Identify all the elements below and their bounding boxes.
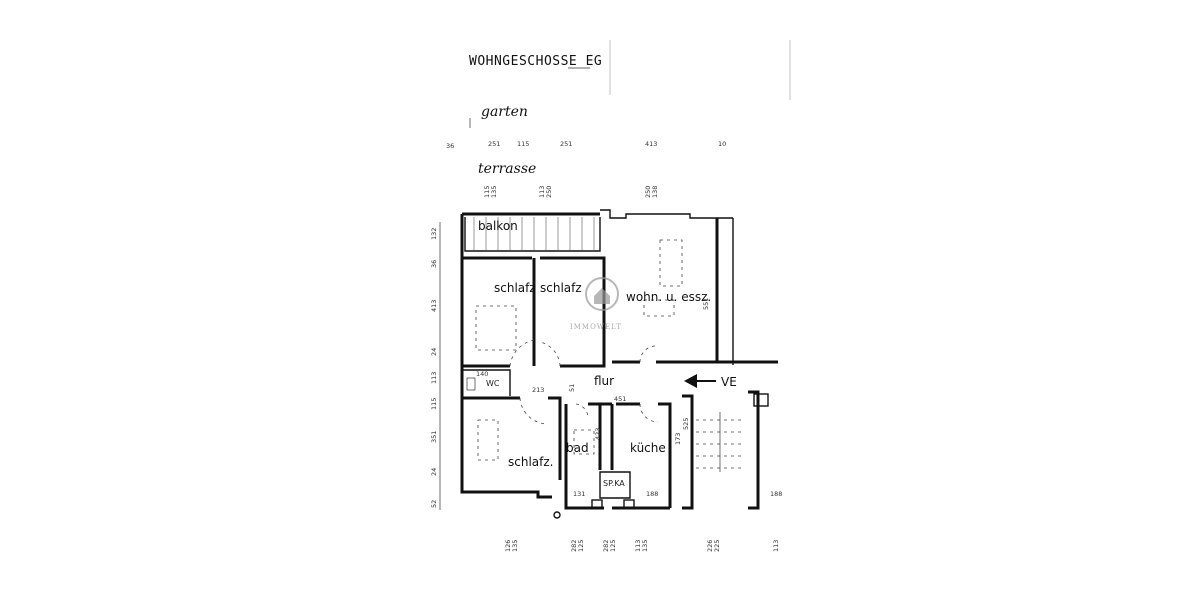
dimension-label: 251 — [488, 140, 500, 148]
wc-walls — [462, 369, 511, 396]
bed-sketch — [477, 419, 499, 461]
watermark-text: IMMOWELT — [570, 323, 622, 331]
dimension-label: 135 — [490, 186, 498, 198]
bottom-dimensions: 126 135 282 125 282 125 113 135 226 225 … — [504, 540, 780, 552]
door-swing — [639, 403, 659, 423]
room-label-storage: SP.KA — [603, 479, 625, 488]
bedroom-2-walls — [540, 256, 606, 362]
dimension-label: 131 — [573, 490, 585, 498]
dimension-label: 525 — [682, 418, 690, 430]
drain-marker — [553, 511, 561, 519]
room-label-hall: flur — [594, 374, 614, 388]
table-sketch — [659, 239, 683, 287]
room-label-bedroom-2: schlafz — [540, 281, 582, 295]
plan-title: WOHNGESCHOSSE EG — [469, 54, 602, 69]
garden-label: garten — [481, 104, 528, 120]
dimension-label: 115 — [430, 398, 438, 410]
dimension-label: 113 — [538, 186, 546, 198]
stair-wall — [748, 390, 760, 510]
dimension-label: 413 — [645, 140, 657, 148]
door-swing — [519, 397, 549, 425]
dimension-label: 115 — [517, 140, 529, 148]
dimension-label: 24 — [430, 348, 438, 356]
sofa-sketch — [643, 299, 675, 317]
wc-fixture — [466, 377, 476, 391]
storage-closet — [599, 471, 631, 499]
dimension-label: 36 — [430, 260, 438, 268]
dimension-label: 10 — [718, 140, 726, 148]
dimension-label: 36 — [446, 142, 454, 150]
dimension-label: 135 — [511, 540, 519, 552]
dimension-label: 251 — [560, 140, 572, 148]
dimension-label: 551 — [702, 298, 710, 310]
room-label-living: wohn. u. essz. — [626, 290, 711, 304]
plan-walls — [460, 209, 778, 519]
dimension-label: 135 — [641, 540, 649, 552]
dimension-label: 51 — [568, 384, 576, 392]
dimension-label: 132 — [430, 228, 438, 240]
inner-dimensions: 140 213 451 51 551 525 423 173 131 188 1… — [476, 298, 782, 498]
door-swing — [639, 345, 657, 363]
dimension-label: 250 — [644, 186, 652, 198]
bedroom-3-east-wall — [548, 396, 562, 480]
balcony-hatching — [473, 217, 595, 251]
terrace-label: terrasse — [478, 161, 536, 177]
dimension-label: 282 — [602, 540, 610, 552]
arrow-head-icon — [684, 374, 697, 388]
dimension-label: 451 — [614, 395, 626, 403]
room-label-wc: WC — [486, 379, 500, 388]
kitchen-east-wall — [658, 402, 672, 508]
outer-wall-north-right — [600, 209, 733, 219]
bathtub-sketch — [573, 429, 595, 455]
room-label-bedroom-3: schlafz. — [508, 455, 553, 469]
dimension-label: 125 — [609, 540, 617, 552]
watermark: IMMOWELT — [570, 277, 622, 331]
watermark-house-icon — [594, 288, 610, 304]
staircase — [696, 412, 744, 472]
room-label-bath: bad — [566, 441, 589, 455]
room-label-bedroom-1: schlafz — [494, 281, 536, 295]
dimension-label: 225 — [713, 540, 721, 552]
dimension-label: 113 — [634, 540, 642, 552]
dimension-label: 188 — [770, 490, 782, 498]
door-jamb — [591, 499, 603, 509]
dimension-label: 213 — [532, 386, 544, 394]
watermark-logo-icon — [585, 277, 619, 311]
dimension-label: 351 — [430, 431, 438, 443]
dimension-label: 226 — [706, 540, 714, 552]
balcony-outline — [464, 217, 601, 252]
dimension-label: 140 — [476, 370, 488, 378]
top-dimensions: 36 251 115 251 413 10 — [446, 140, 726, 150]
top-vertical-dimensions: 115 135 113 250 250 138 — [483, 186, 659, 198]
room-label-balcony: balkon — [478, 219, 518, 233]
dimension-label: 113 — [430, 372, 438, 384]
bedroom-2-south-wall — [560, 362, 606, 368]
entrance-arrow — [684, 374, 716, 388]
dimension-label: 282 — [570, 540, 578, 552]
dimension-label: 173 — [674, 433, 682, 445]
meter-box — [753, 393, 769, 407]
dimension-label: 113 — [772, 540, 780, 552]
dimension-label: 413 — [430, 300, 438, 312]
dimension-label: 52 — [430, 500, 438, 508]
dimension-label: 138 — [651, 186, 659, 198]
furniture-sketch — [475, 239, 683, 461]
door-jamb — [623, 499, 635, 509]
entrance-label: VE — [721, 375, 737, 389]
dimension-label: 250 — [545, 186, 553, 198]
dimension-label: 423 — [594, 428, 602, 440]
entrance-wall — [682, 394, 694, 510]
door-swing — [575, 403, 589, 419]
dimension-label: 126 — [504, 540, 512, 552]
left-dimensions: 132 36 413 24 113 115 351 24 52 — [430, 222, 441, 510]
dimension-label: 125 — [577, 540, 585, 552]
dimension-label: 188 — [646, 490, 658, 498]
door-swing — [539, 341, 561, 367]
room-label-kitchen: küche — [630, 441, 666, 455]
dimension-label: 115 — [483, 186, 491, 198]
door-swings — [509, 339, 659, 425]
dimension-label: 24 — [430, 468, 438, 476]
